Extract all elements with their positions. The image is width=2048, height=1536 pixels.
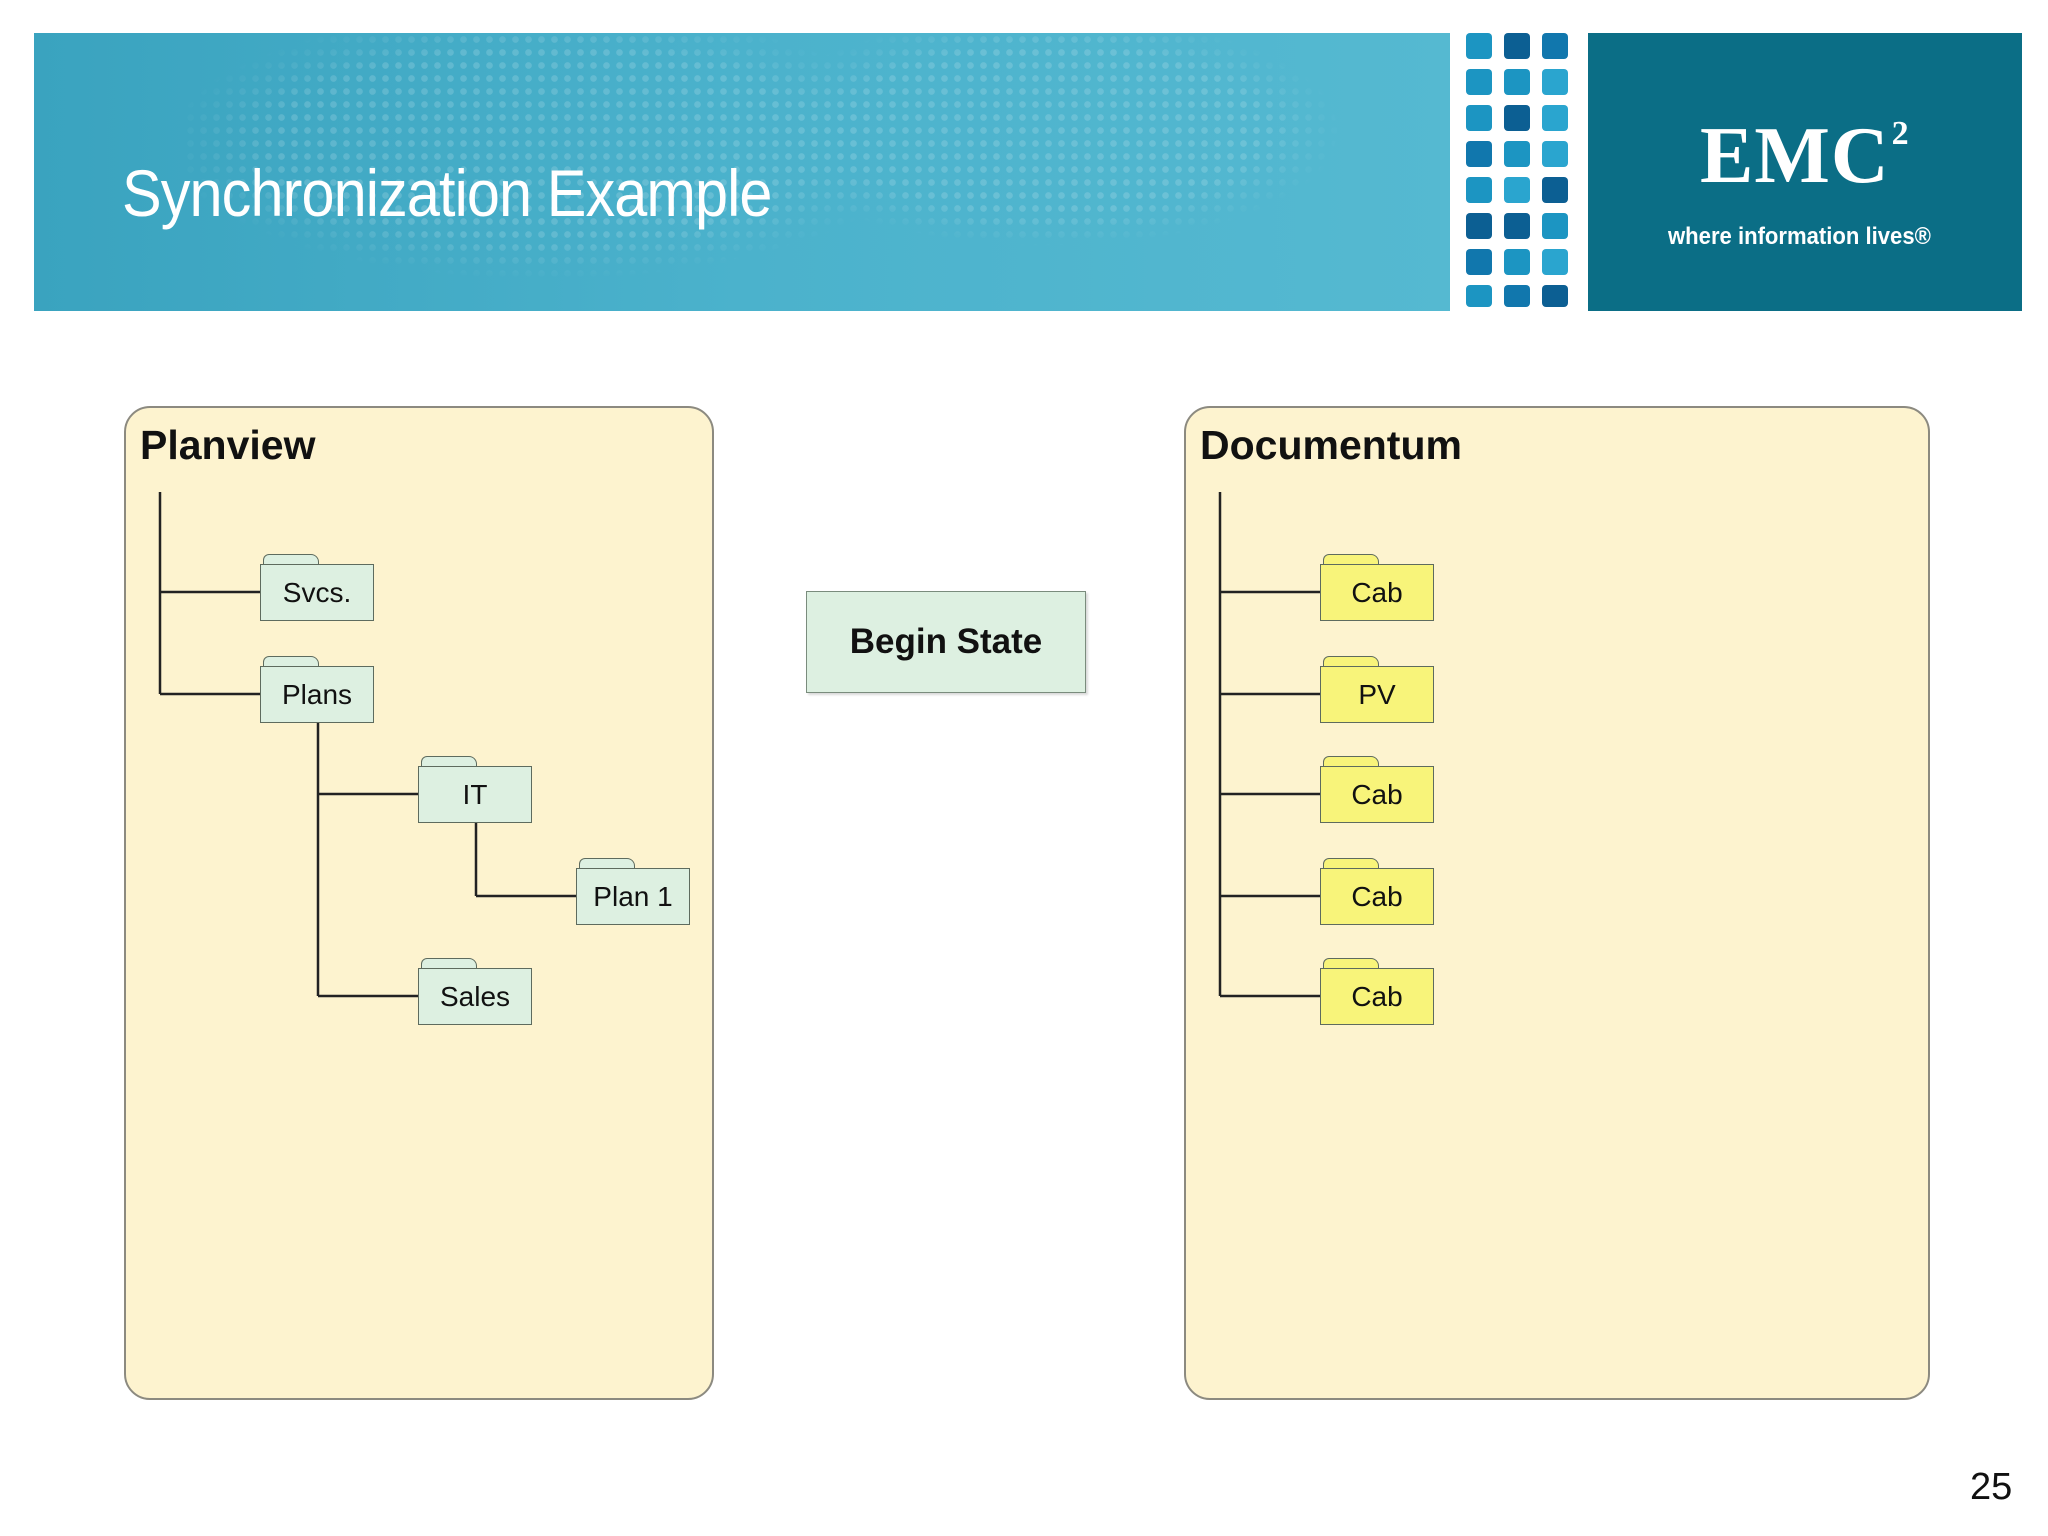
documentum-title: Documentum — [1200, 422, 1462, 468]
folder-svcs[interactable]: Svcs. — [260, 554, 374, 621]
folder-cab-2[interactable]: Cab — [1320, 756, 1434, 823]
folder-cab-4[interactable]: Cab — [1320, 958, 1434, 1025]
folder-plans[interactable]: Plans — [260, 656, 374, 723]
emc-logo-mark: EMC2 — [1700, 112, 1910, 200]
slide-title: Synchronization Example — [122, 156, 772, 230]
world-map-dots — [184, 33, 1384, 311]
documentum-tree-connectors — [1218, 492, 1320, 998]
emc-logo-tagline: where information lives® — [1668, 223, 1931, 250]
planview-panel: Planview Svcs. Plans IT Plan 1 Sales — [124, 406, 714, 1400]
folder-sales[interactable]: Sales — [418, 958, 532, 1025]
begin-state-label: Begin State — [806, 591, 1086, 693]
planview-title: Planview — [140, 422, 316, 468]
emc-logo: EMC2 where information lives® — [1588, 33, 2022, 311]
folder-plan-1[interactable]: Plan 1 — [576, 858, 690, 925]
folder-cab-3[interactable]: Cab — [1320, 858, 1434, 925]
documentum-panel: Documentum Cab PV Cab Cab Cab — [1184, 406, 1930, 1400]
logo-squares-grid — [1466, 33, 1572, 311]
page-number: 25 — [1970, 1466, 2013, 1508]
planview-tree-connectors — [158, 492, 576, 998]
folder-it[interactable]: IT — [418, 756, 532, 823]
folder-cab-1[interactable]: Cab — [1320, 554, 1434, 621]
folder-pv[interactable]: PV — [1320, 656, 1434, 723]
header-banner: Synchronization Example — [34, 33, 1450, 311]
